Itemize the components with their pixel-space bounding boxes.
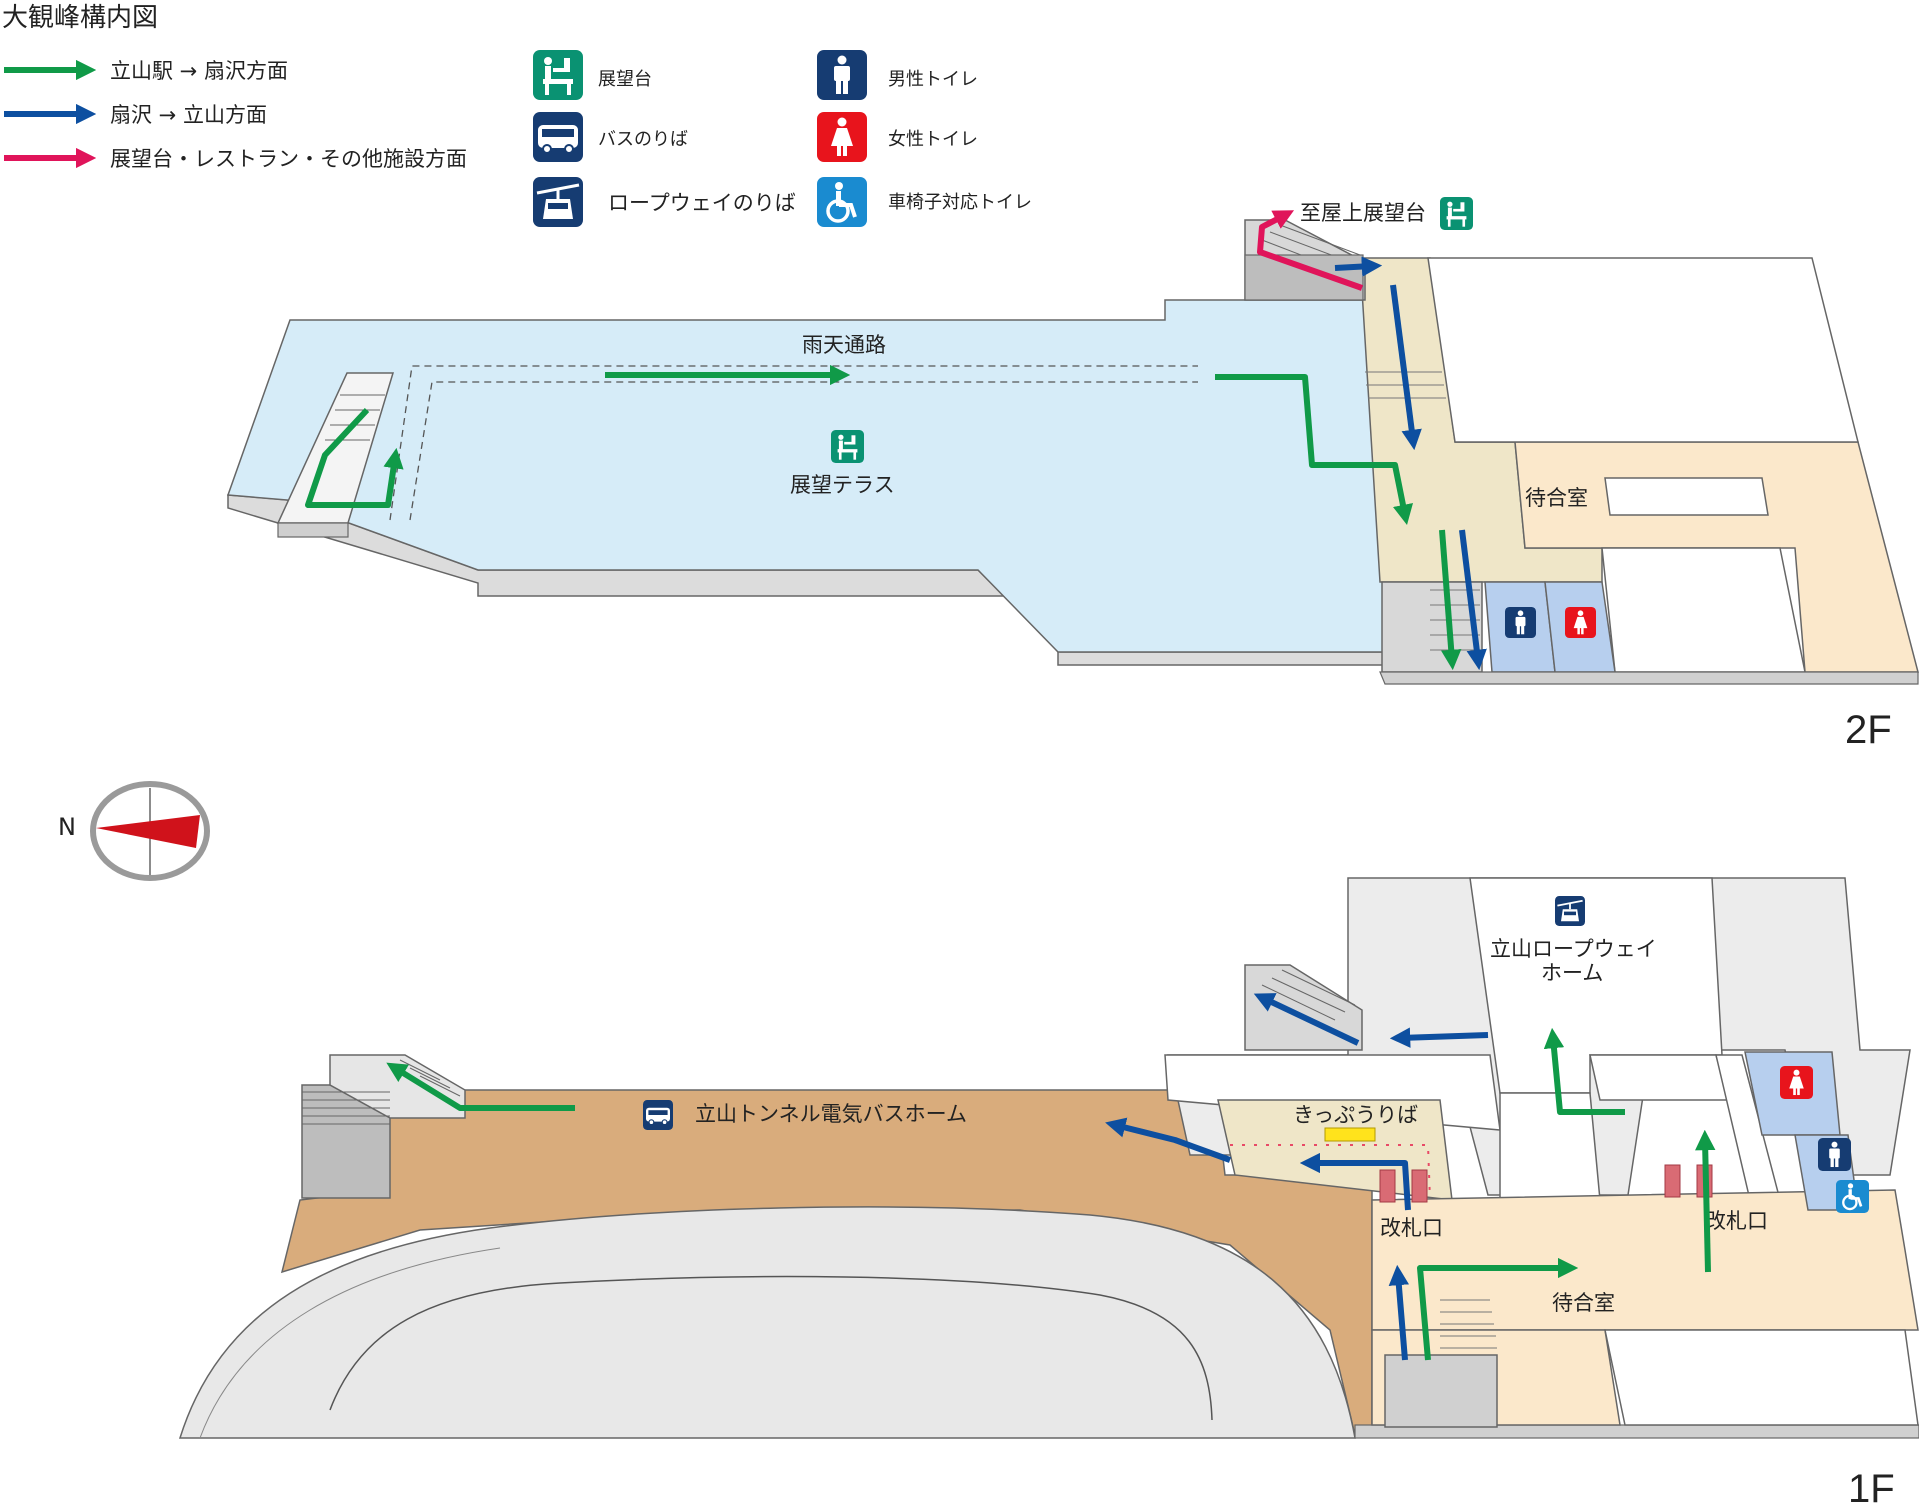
legend-facility-label: 男性トイレ	[888, 69, 978, 90]
gate-label: 改札口	[1705, 1209, 1768, 1233]
wheelchair-toilet-icon	[815, 175, 869, 229]
ropeway-icon	[531, 175, 585, 229]
upper-room	[1427, 257, 1859, 443]
stairs-down	[1381, 581, 1483, 673]
waiting-room-2f	[1455, 441, 1919, 673]
wheelchair-toilet-icon	[1834, 1178, 1871, 1215]
bus-icon	[642, 1099, 674, 1131]
legend-route-label: 扇沢 → 立山方面	[110, 103, 267, 127]
floor-1f: 立山トンネル電気バスホーム 立山ロープウェイ ホーム きっぷうりば 改札口 改札…	[178, 877, 1919, 1511]
white-corridor-right	[1589, 1054, 1729, 1101]
ropeway-platform-label: ホーム	[1541, 961, 1603, 985]
corridor-label: 雨天通路	[802, 333, 886, 357]
male-toilet-icon	[1818, 1138, 1851, 1171]
legend-facilities: 展望台 バスのりば ロープウェイのりば 男性トイレ 女性トイレ 車椅子対応トイレ	[531, 50, 1032, 229]
male-toilet-icon	[817, 50, 867, 100]
bus-turn-track-inner	[329, 1275, 1213, 1421]
ticket-gate-left	[1379, 1169, 1428, 1203]
legend-facility-label: バスのりば	[598, 129, 688, 150]
bus-turn-track-edge	[199, 1247, 501, 1439]
waiting-room-label: 待合室	[1552, 1291, 1615, 1315]
legend-facility-label: 車椅子対応トイレ	[888, 192, 1032, 213]
ticket-counter	[1324, 1127, 1376, 1142]
legend-facility-label: 女性トイレ	[888, 129, 978, 150]
map-title: 大観峰構内図	[2, 3, 158, 33]
female-toilet-icon	[1565, 607, 1596, 638]
route-blue-2f	[1334, 256, 1487, 671]
stair-block-top	[329, 1054, 466, 1119]
compass: N	[58, 781, 210, 881]
observation-deck-icon	[1440, 197, 1473, 230]
terrace-label: 展望テラス	[790, 473, 895, 497]
female-toilet-icon	[1780, 1066, 1813, 1099]
ropeway-icon	[1554, 895, 1586, 927]
rooftop-label: 至屋上展望台	[1300, 201, 1426, 225]
route-pink-2f	[1257, 210, 1363, 291]
floor-2f: 雨天通路 展望テラス 至屋上展望台 待合室 2F	[226, 197, 1919, 752]
gate-label: 改札口	[1380, 1216, 1443, 1240]
compass-needle	[96, 815, 200, 848]
route-green-1f	[386, 1027, 1716, 1361]
waiting-room-1f	[1371, 1189, 1919, 1331]
bus-turn-track	[178, 1206, 1356, 1439]
stair-steps-left	[302, 1059, 461, 1125]
legend-routes: 立山駅 → 扇沢方面 扇沢 → 立山方面 展望台・レストラン・その他施設方面	[4, 59, 467, 171]
building-base	[1379, 671, 1919, 685]
legend-facility-label: 展望台	[598, 69, 652, 90]
stair-base	[277, 522, 349, 538]
female-toilet-icon	[817, 112, 867, 162]
ropeway-platform-label: 立山ロープウェイ	[1490, 937, 1657, 961]
rooftop-stair-wall	[1244, 254, 1364, 301]
waiting-room-label: 待合室	[1525, 486, 1588, 510]
legend-facility-label: ロープウェイのりば	[608, 191, 796, 215]
observation-deck-icon	[831, 430, 864, 463]
waiting-room-window	[1604, 477, 1769, 516]
legend-route-label: 立山駅 → 扇沢方面	[110, 59, 288, 83]
stairs-up-1f	[1384, 1354, 1498, 1428]
route-green-2f	[305, 364, 1462, 671]
bus-icon	[532, 111, 584, 163]
observation-deck-icon	[533, 50, 583, 100]
ticket-office-label: きっぷうりば	[1293, 1103, 1418, 1127]
stairs-top-1f-steps	[1261, 969, 1356, 1021]
floor-1f-label: 1F	[1848, 1467, 1895, 1511]
legend-route-label: 展望台・レストラン・その他施設方面	[110, 147, 467, 171]
lower-right-room	[1601, 547, 1806, 673]
male-toilet-icon	[1505, 607, 1536, 638]
stairs-up-1f-steps	[1440, 1299, 1497, 1349]
compass-north-label: N	[58, 813, 76, 841]
route-blue-1f	[1105, 993, 1489, 1361]
floor-2f-label: 2F	[1845, 708, 1892, 752]
bus-platform-label: 立山トンネル電気バスホーム	[695, 1102, 967, 1126]
lower-right-room-1f	[1604, 1329, 1919, 1426]
